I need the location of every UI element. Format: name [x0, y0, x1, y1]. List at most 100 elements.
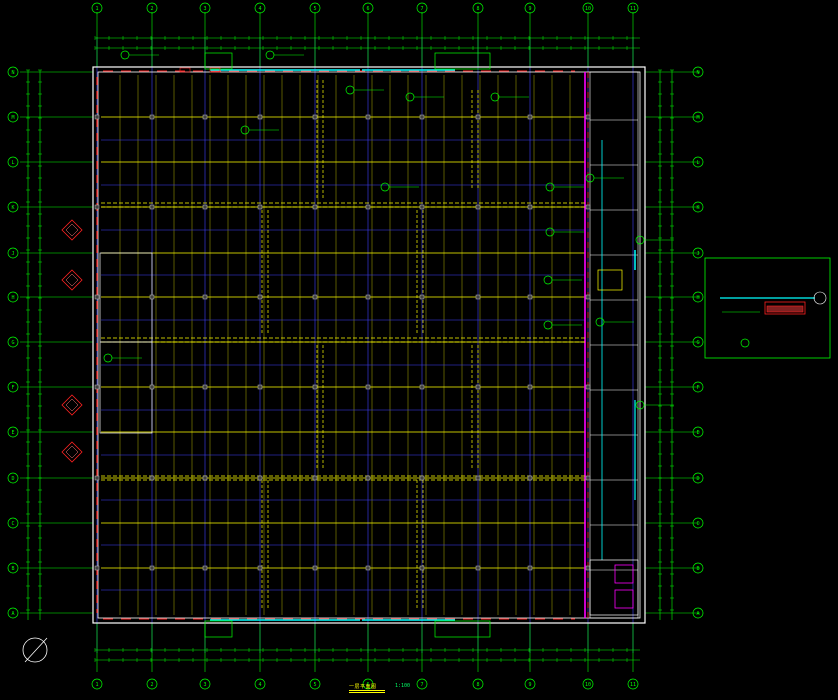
grid-bubble-icon — [7, 426, 19, 438]
detail-inset-frame — [704, 257, 831, 359]
grid-bubble-label-top-9: 9 — [528, 6, 531, 12]
grid-bubble-icon — [692, 291, 704, 303]
grid-bubble-icon — [7, 517, 19, 529]
grid-bubble-label-left-J: J — [11, 251, 14, 257]
north-arrow-needle — [24, 637, 48, 663]
structural-column — [202, 204, 208, 210]
grid-bubble-icon — [7, 607, 19, 619]
structural-column — [257, 384, 263, 390]
structural-column — [149, 204, 155, 210]
structural-column — [202, 114, 208, 120]
structural-column — [585, 475, 591, 481]
structural-column — [94, 204, 100, 210]
structural-column — [475, 384, 481, 390]
structural-column — [475, 294, 481, 300]
grid-bubble-icon — [91, 678, 103, 690]
drawing-scale: 1:100 — [395, 683, 411, 689]
callout-marker-1 — [265, 50, 275, 60]
grid-bubble-label-right-M: M — [696, 115, 699, 121]
grid-bubble-icon — [627, 678, 639, 690]
grid-bubble-icon — [362, 678, 374, 690]
structural-column — [527, 475, 533, 481]
structural-column — [527, 565, 533, 571]
north-arrow-icon — [22, 637, 48, 663]
grid-bubble-label-top-7: 7 — [420, 6, 423, 12]
grid-bubble-label-left-K: K — [11, 205, 14, 211]
grid-bubble-icon — [199, 678, 211, 690]
grid-bubble-label-right-N: N — [696, 70, 699, 76]
structural-column — [257, 294, 263, 300]
structural-column — [94, 475, 100, 481]
grid-bubble-label-right-K: K — [696, 205, 699, 211]
structural-column — [94, 294, 100, 300]
callout-marker-15 — [595, 317, 605, 327]
grid-bubble-icon — [254, 2, 266, 14]
structural-column — [365, 475, 371, 481]
north-window-0 — [179, 67, 191, 73]
callout-marker-0 — [120, 50, 130, 60]
grid-bubble-label-right-E: E — [696, 430, 699, 436]
structural-column — [149, 384, 155, 390]
grid-bubble-icon — [692, 66, 704, 78]
structural-column — [365, 114, 371, 120]
west-lobby-box — [99, 252, 153, 434]
grid-bubble-label-right-H: H — [696, 295, 699, 301]
south-door-canopy-1 — [434, 620, 491, 638]
north-door-canopy-0 — [204, 52, 233, 70]
grid-bubble-icon — [692, 201, 704, 213]
structural-column — [365, 294, 371, 300]
entrance-canopy-inner-1 — [65, 273, 79, 287]
grid-bubble-icon — [7, 111, 19, 123]
structural-column — [585, 384, 591, 390]
structural-column — [419, 565, 425, 571]
structural-column — [94, 384, 100, 390]
grid-bubble-label-bottom-3: 3 — [203, 682, 206, 688]
grid-bubble-label-bottom-2: 2 — [150, 682, 153, 688]
north-door-canopy-1 — [434, 52, 491, 70]
grid-bubble-label-left-D: D — [11, 476, 14, 482]
grid-bubble-icon — [7, 201, 19, 213]
entrance-canopy-0 — [61, 219, 83, 241]
structural-column — [312, 475, 318, 481]
exterior-wall-inner — [97, 71, 641, 619]
detail-flashing — [764, 301, 806, 315]
grid-bubble-icon — [146, 2, 158, 14]
south-door-canopy-0 — [204, 620, 233, 638]
grid-bubble-icon — [146, 678, 158, 690]
structural-column — [257, 114, 263, 120]
grid-bubble-label-top-11: 11 — [630, 6, 636, 12]
grid-bubble-label-bottom-7: 7 — [420, 682, 423, 688]
grid-bubble-label-left-G: G — [11, 340, 14, 346]
grid-bubble-icon — [416, 2, 428, 14]
structural-column — [202, 294, 208, 300]
entrance-canopy-inner-0 — [65, 223, 79, 237]
grid-bubble-label-bottom-9: 9 — [528, 682, 531, 688]
structural-column — [365, 565, 371, 571]
grid-bubble-label-bottom-11: 11 — [630, 682, 636, 688]
grid-bubble-icon — [309, 2, 321, 14]
grid-bubble-icon — [7, 336, 19, 348]
grid-bubble-label-right-A: A — [696, 611, 699, 617]
callout-marker-7 — [545, 182, 555, 192]
grid-bubble-label-top-8: 8 — [476, 6, 479, 12]
grid-bubble-icon — [7, 66, 19, 78]
structural-column — [202, 475, 208, 481]
grid-bubble-icon — [692, 517, 704, 529]
grid-bubble-icon — [524, 678, 536, 690]
structural-column — [149, 294, 155, 300]
structural-column — [149, 475, 155, 481]
structural-column — [527, 294, 533, 300]
grid-bubble-icon — [582, 2, 594, 14]
grid-bubble-label-left-N: N — [11, 70, 14, 76]
grid-bubble-label-left-L: L — [11, 160, 14, 166]
grid-bubble-icon — [309, 678, 321, 690]
structural-column — [419, 384, 425, 390]
grid-bubble-icon — [524, 2, 536, 14]
grid-bubble-icon — [362, 2, 374, 14]
entrance-canopy-inner-2 — [65, 398, 79, 412]
grid-bubble-label-bottom-5: 5 — [313, 682, 316, 688]
structural-column — [527, 204, 533, 210]
entrance-canopy-2 — [61, 394, 83, 416]
